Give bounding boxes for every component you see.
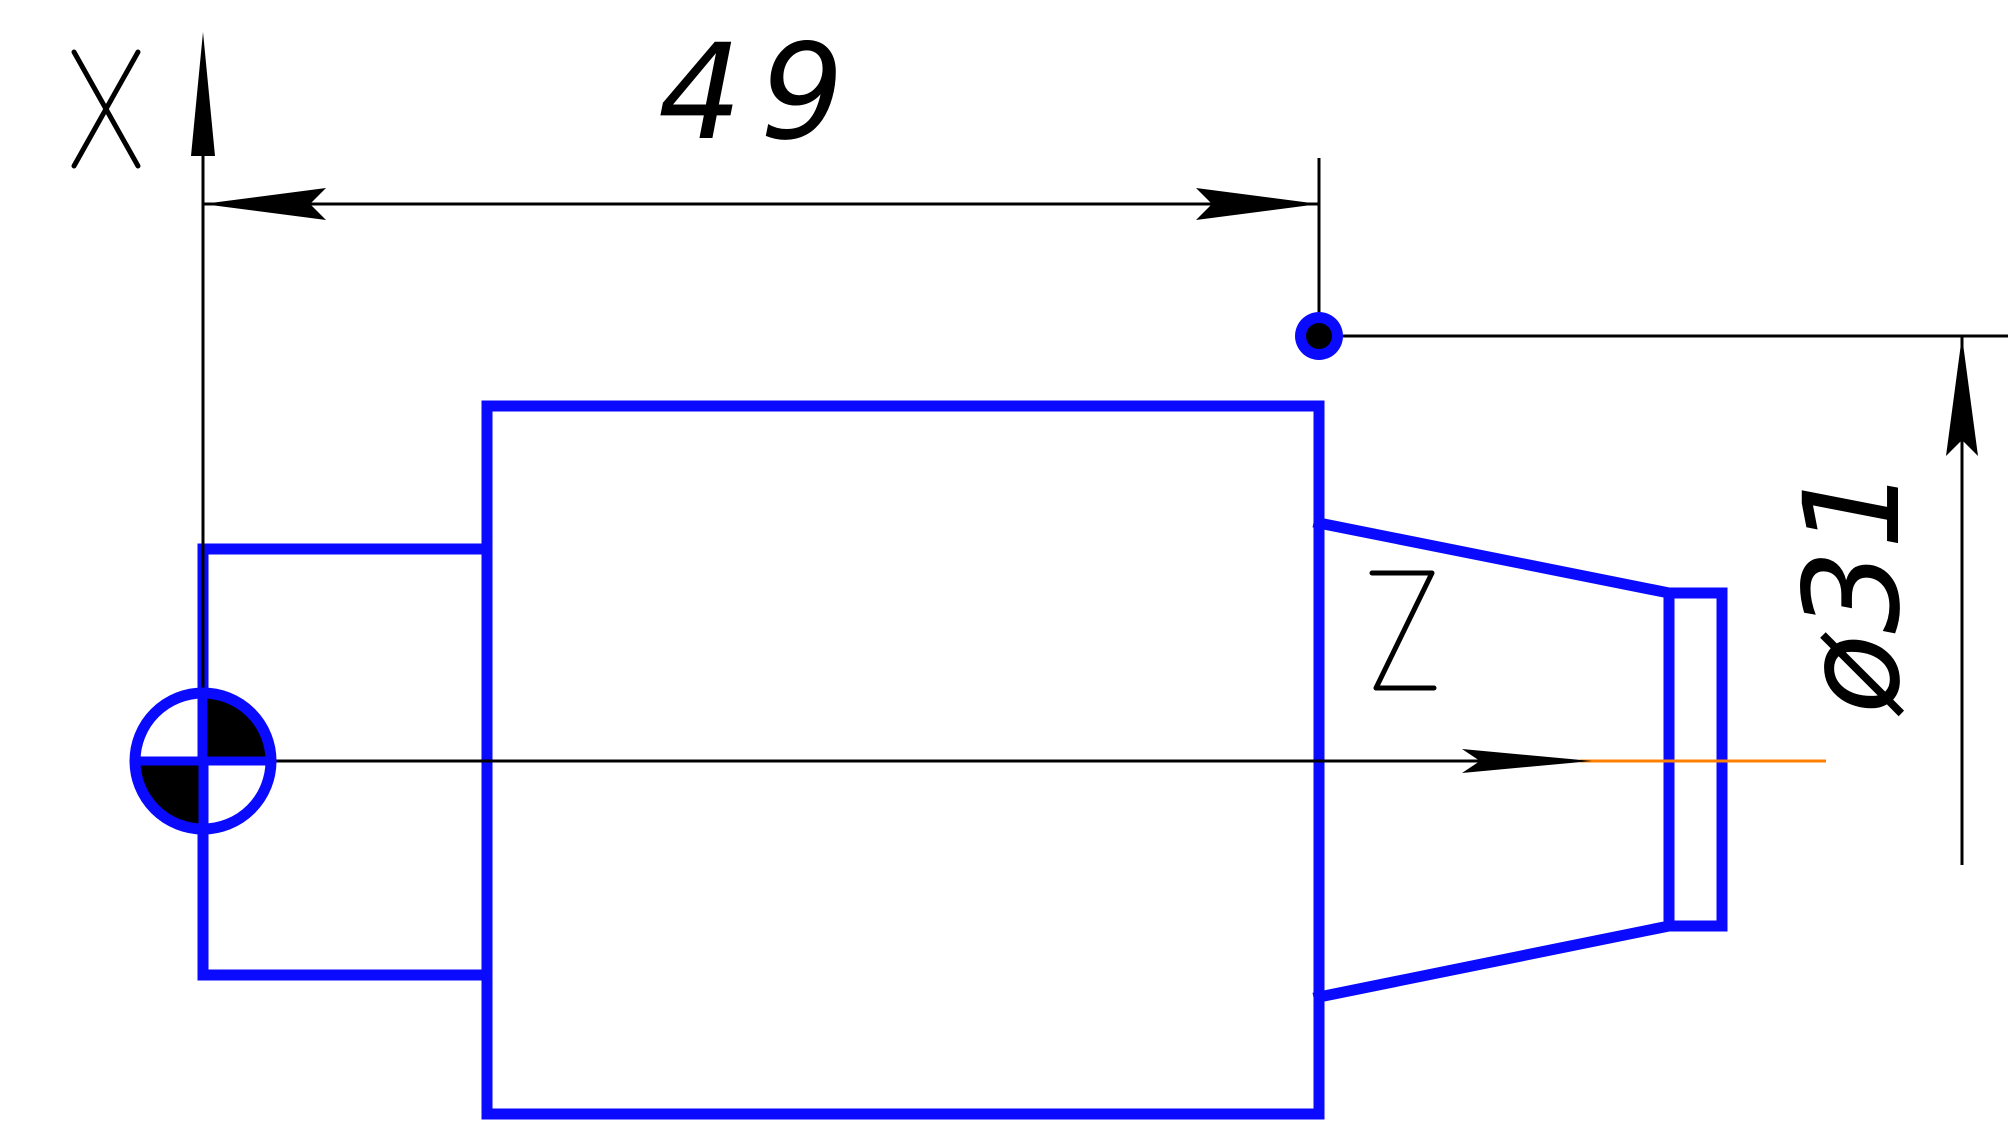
diameter-dimension-label: ø31 <box>1776 466 1930 717</box>
length-arrow-right <box>1196 188 1319 220</box>
tool-point-icon <box>1295 312 1343 360</box>
x-axis-arrowhead <box>191 32 215 156</box>
length-arrow-left <box>203 188 326 220</box>
datum-target-icon <box>129 687 277 835</box>
length-dimension-label: 49 <box>658 16 862 170</box>
diameter-arrow-top <box>1946 336 1978 456</box>
x-axis-label <box>71 49 141 169</box>
coordinate-axes <box>140 32 1592 773</box>
z-axis-arrowhead <box>1462 749 1592 773</box>
diameter-dimension <box>1343 334 2008 865</box>
length-dimension <box>203 158 1321 312</box>
z-axis-label <box>1369 570 1437 691</box>
